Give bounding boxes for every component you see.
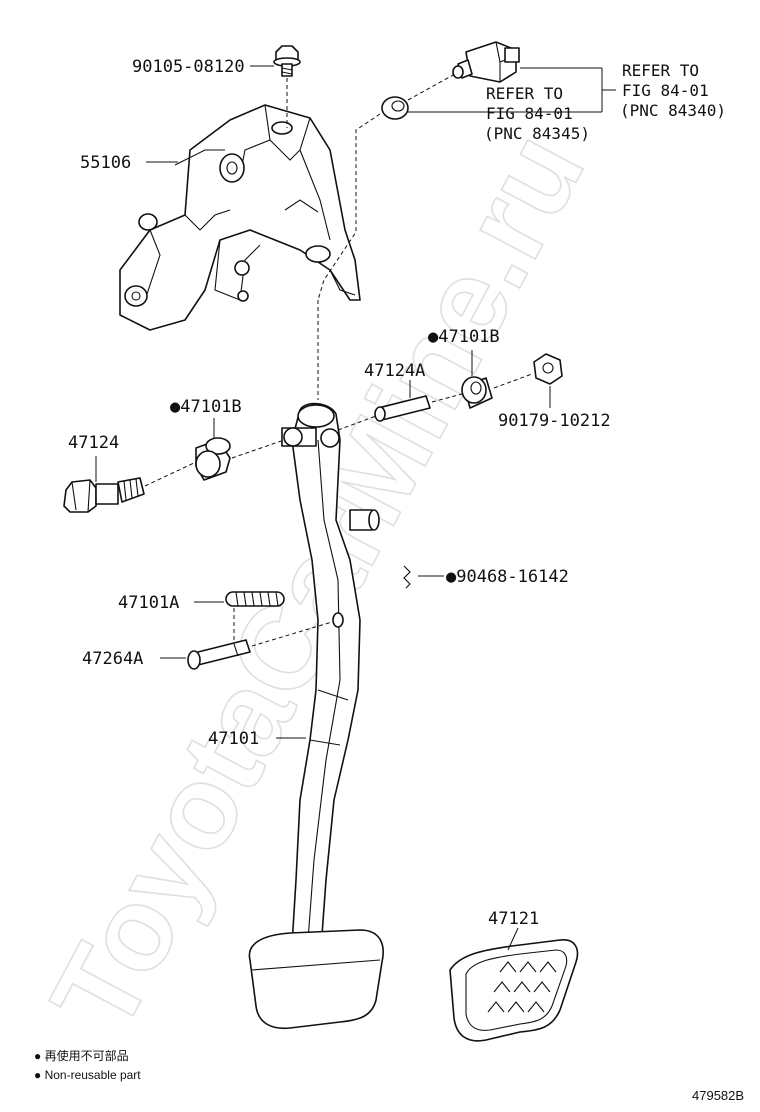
label-bushing-left: ●47101B bbox=[170, 397, 242, 417]
pedal-pad-installed bbox=[248, 929, 384, 1030]
label-collar: 47124A bbox=[364, 361, 425, 381]
refer-switch-line3: (PNC 84340) bbox=[620, 101, 726, 120]
label-pedal-arm: 47101 bbox=[208, 729, 259, 749]
label-bushing-right: ●47101B bbox=[428, 327, 500, 347]
label-pivot-bolt: 47124 bbox=[68, 433, 119, 453]
refer-switch-line2: FIG 84-01 bbox=[622, 81, 709, 100]
label-pin: 47264A bbox=[82, 649, 143, 669]
retaining-clip bbox=[403, 565, 411, 589]
pedal-pad bbox=[449, 939, 579, 1042]
stop-lamp-switch bbox=[452, 41, 520, 83]
figure-number: 479582B bbox=[692, 1088, 744, 1103]
refer-switch-line1: REFER TO bbox=[622, 61, 699, 80]
refer-cushion-line1: REFER TO bbox=[486, 84, 563, 103]
hex-nut bbox=[533, 353, 563, 385]
flange-bolt-top bbox=[273, 45, 301, 77]
return-spring bbox=[225, 591, 285, 607]
label-pedal-pad: 47121 bbox=[488, 909, 539, 929]
label-nut: 90179-10212 bbox=[498, 411, 611, 431]
label-bolt-top: 90105-08120 bbox=[132, 57, 245, 77]
refer-cushion-line2: FIG 84-01 bbox=[486, 104, 573, 123]
label-spring: 47101A bbox=[118, 593, 179, 613]
pedal-bracket bbox=[119, 104, 361, 331]
stopper-cushion bbox=[381, 96, 409, 120]
label-bracket: 55106 bbox=[80, 153, 131, 173]
legend-japanese: ● 再使用不可部品 bbox=[34, 1048, 129, 1063]
bushing-left bbox=[195, 437, 231, 481]
brake-pedal-arm bbox=[281, 402, 380, 946]
pivot-bolt bbox=[63, 477, 145, 513]
legend-english: ● Non-reusable part bbox=[34, 1068, 141, 1082]
clevis-pin bbox=[187, 639, 251, 670]
label-clip: ●90468-16142 bbox=[446, 567, 569, 587]
pivot-collar bbox=[374, 395, 431, 422]
refer-cushion-line3: (PNC 84345) bbox=[484, 124, 590, 143]
bushing-right bbox=[461, 376, 493, 409]
